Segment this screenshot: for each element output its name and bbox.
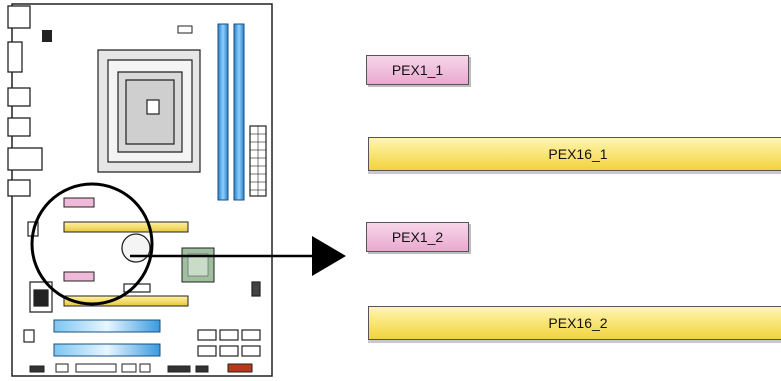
right-arrow-icon [130, 236, 346, 276]
board-pcie-x16-slot-1 [63, 221, 189, 233]
cpu-socket [97, 49, 201, 173]
pex1-2-label: PEX1_2 [391, 229, 444, 245]
pex16-2-label: PEX16_2 [548, 315, 608, 331]
board-pcie-x1-slot-1 [63, 197, 95, 208]
cmos-battery [121, 233, 151, 263]
chipset-heatsink [181, 247, 215, 283]
board-pcie-x16-slot-2 [63, 295, 189, 307]
bottom-headers [29, 363, 253, 373]
atx-power-connector [249, 125, 267, 197]
rear-io-ports [7, 5, 43, 197]
pex16-2-slot: PEX16_2 [368, 306, 781, 340]
pex1-1-slot: PEX1_1 [366, 55, 469, 85]
pex16-1-label: PEX16_1 [548, 146, 608, 162]
sata-connectors [197, 329, 261, 357]
small-connectors-top [42, 25, 193, 42]
board-pcie-x1-slot-2 [63, 271, 95, 282]
pex16-1-slot: PEX16_1 [368, 137, 781, 171]
pex1-2-slot: PEX1_2 [366, 222, 469, 252]
magnifier-circle-icon [30, 182, 154, 306]
dimm-slots [217, 23, 245, 201]
pex1-1-label: PEX1_1 [391, 62, 444, 78]
motherboard-outline-icon [11, 3, 273, 377]
board-pci-slots [53, 319, 161, 357]
